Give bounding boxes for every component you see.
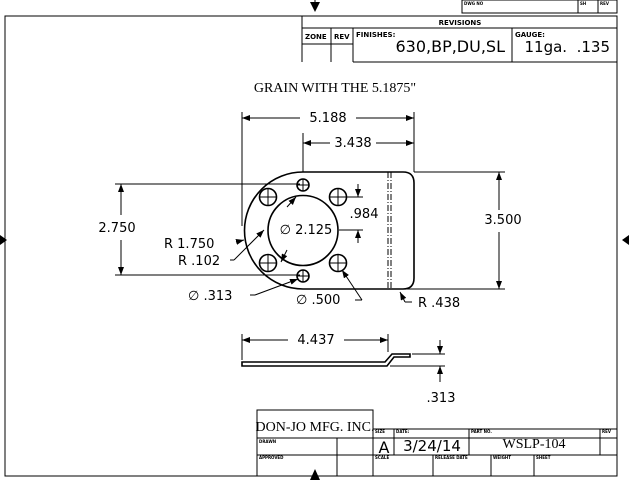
sheet-label: SHEET — [536, 455, 551, 460]
dim-overall-length: 5.188 — [309, 111, 346, 126]
dim-corner-radius: R .438 — [418, 296, 460, 311]
dim-center-diameter: ∅ 2.125 — [280, 223, 333, 238]
approved-label: APPROVED — [259, 455, 284, 460]
scale-label: SCALE — [375, 455, 389, 460]
bottom-center-marker-icon — [310, 469, 320, 480]
title-block: DON-JO MFG. INC. DRAWN APPROVED SIZE A D… — [255, 409, 617, 477]
part-top-view — [243, 171, 415, 290]
rev-label: REV — [600, 1, 610, 6]
dim-hole-spacing: .984 — [350, 207, 379, 222]
weight-label: WEIGHT — [493, 455, 511, 460]
left-center-marker-icon — [0, 235, 7, 245]
dim-offset: .313 — [427, 391, 456, 406]
gauge-label: GAUGE: — [515, 31, 545, 39]
dim-large-hole: ∅ .500 — [296, 293, 340, 308]
side-dimension-lines — [241, 334, 445, 382]
size-value: A — [379, 438, 390, 457]
dim-flat-length: 3.438 — [334, 136, 371, 151]
part-no-label: PART NO. — [471, 429, 492, 434]
dim-radius-outer: R 1.750 — [164, 237, 214, 252]
right-center-marker-icon — [622, 235, 629, 245]
sh-label: SH — [580, 1, 586, 6]
drawn-label: DRAWN — [259, 439, 276, 444]
date-value: 3/24/14 — [403, 437, 461, 455]
date-label: DATE: — [396, 429, 410, 434]
company-name: DON-JO MFG. INC. — [255, 420, 374, 435]
rev-label-title: REV — [602, 429, 612, 434]
release-date-label: RELEASE DATE — [435, 455, 468, 460]
rev-col-label: REV — [334, 33, 350, 41]
dim-radius-notch: R .102 — [178, 254, 220, 269]
dim-height-left: 2.750 — [98, 221, 135, 236]
dim-height-right: 3.500 — [484, 213, 521, 228]
dim-small-hole: ∅ .313 — [188, 289, 232, 304]
size-label: SIZE — [375, 429, 385, 434]
dimension-lines — [115, 112, 505, 303]
part-side-view — [241, 353, 411, 367]
finishes-value: 630,BP,DU,SL — [395, 37, 505, 56]
finishes-label: FINISHES: — [356, 31, 396, 39]
gauge-value: 11ga. .135 — [524, 38, 610, 56]
grain-note: GRAIN WITH THE 5.1875" — [254, 81, 416, 96]
dim-side-length: 4.437 — [297, 333, 334, 348]
part-no-value: WSLP-104 — [503, 437, 566, 452]
dwg-no-label: DWG NO — [464, 1, 484, 6]
zone-label: ZONE — [305, 33, 327, 41]
revision-block: DWG NO SH REV REVISIONS ZONE REV FINISHE… — [301, 0, 618, 63]
revisions-title: REVISIONS — [439, 19, 482, 27]
